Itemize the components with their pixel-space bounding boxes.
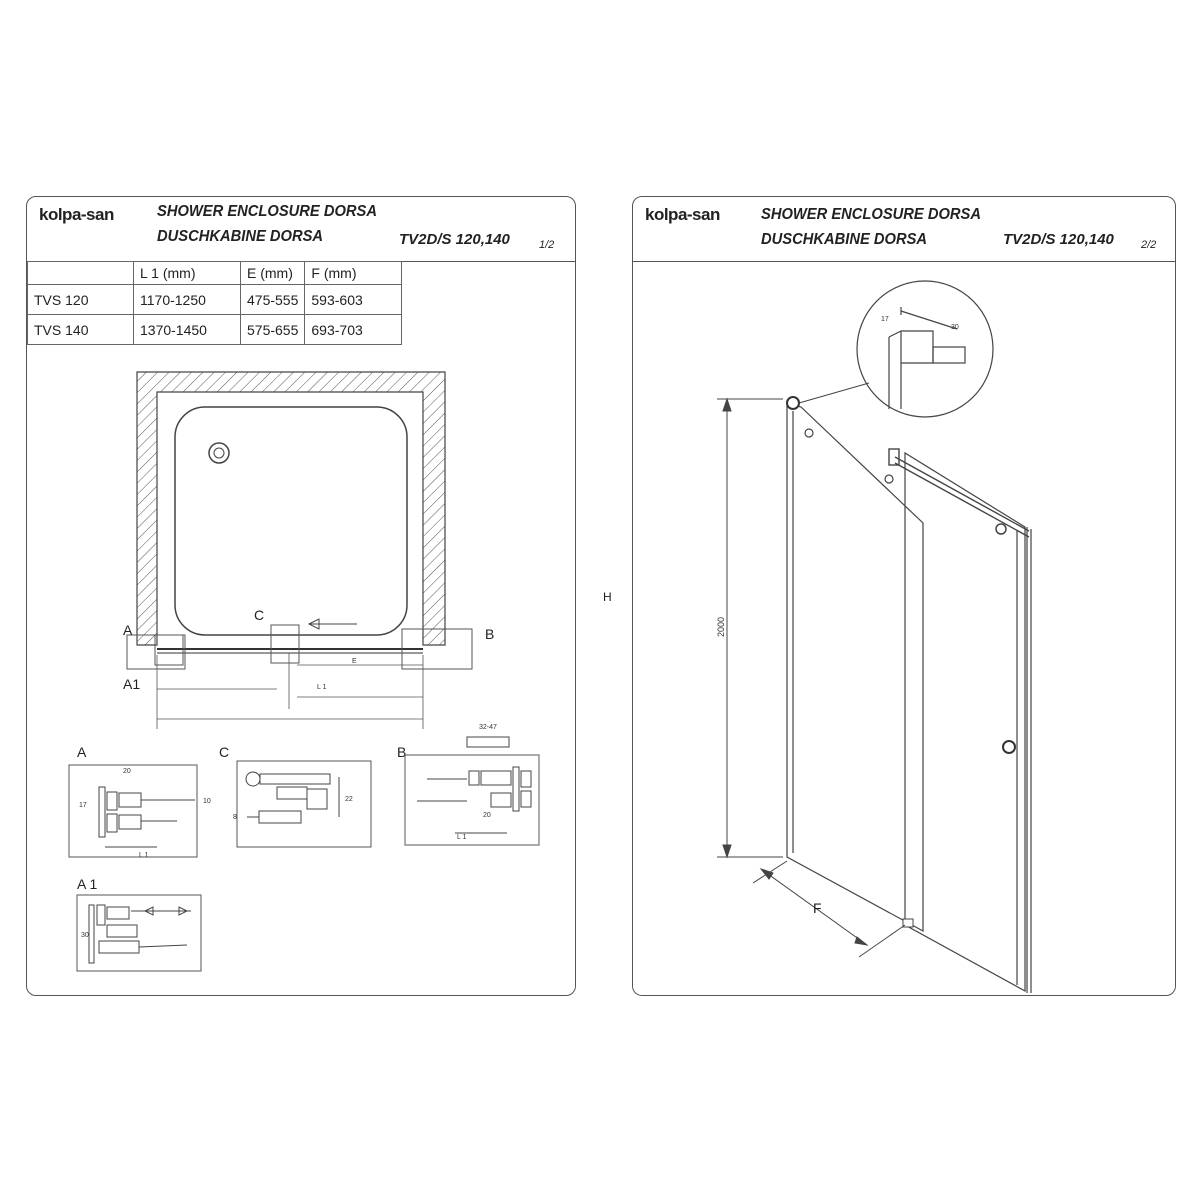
height-dimension bbox=[717, 397, 783, 859]
elevation-drawing: 17 30 bbox=[716, 280, 1032, 993]
label-c: C bbox=[254, 607, 264, 623]
label-e: E bbox=[352, 658, 357, 665]
dim-20: 20 bbox=[123, 768, 131, 775]
fixing-point-icon bbox=[804, 428, 814, 438]
dim-32-47: 32-47 bbox=[479, 724, 497, 731]
profile-dim-17: 17 bbox=[881, 316, 889, 323]
detail-b-label: B bbox=[397, 744, 406, 760]
door-handle-icon bbox=[1002, 740, 1016, 754]
table-cell: TVS 140 bbox=[27, 314, 134, 345]
drawing-sheet-2: kolpa-san SHOWER ENCLOSURE DORSA DUSCHKA… bbox=[632, 196, 1176, 996]
dim-l1: L 1 bbox=[139, 852, 149, 859]
dim-8: 8 bbox=[233, 814, 237, 821]
table-row: TVS 140 1370-1450 575-655 693-703 bbox=[27, 314, 403, 345]
table-cell: 593-603 bbox=[304, 284, 403, 315]
detail-b-box bbox=[404, 754, 540, 846]
dim-22: 22 bbox=[345, 796, 353, 803]
detail-b-drawing bbox=[417, 736, 532, 834]
fixing-point-icon bbox=[884, 474, 894, 484]
sheet-header: kolpa-san SHOWER ENCLOSURE DORSA DUSCHKA… bbox=[633, 197, 1175, 262]
detail-a-label: A bbox=[77, 744, 87, 760]
drain-icon bbox=[208, 442, 230, 464]
fixed-glass-panel bbox=[786, 402, 924, 933]
slide-direction-arrow bbox=[307, 618, 357, 630]
top-rail bbox=[888, 448, 1030, 538]
sliding-door-panel bbox=[904, 451, 1032, 993]
table-cell: 475-555 bbox=[239, 284, 306, 315]
roller-icon bbox=[995, 523, 1007, 535]
label-b: B bbox=[485, 626, 494, 642]
dim-10: 10 bbox=[203, 798, 211, 805]
dimension-table: L 1 (mm) E (mm) F (mm) TVS 120 1170-1250… bbox=[27, 261, 403, 345]
detail-a-drawing bbox=[98, 786, 195, 848]
detail-a1-drawing bbox=[88, 904, 191, 964]
brand-logo: kolpa-san bbox=[645, 205, 720, 224]
drawing-sheet-1: kolpa-san SHOWER ENCLOSURE DORSA DUSCHKA… bbox=[26, 196, 576, 996]
dim-20b: 20 bbox=[483, 812, 491, 819]
plan-drawing: A A1 B C E L 1 A 20 17 10 L 1 C 22 8 B bbox=[68, 371, 540, 972]
page-number: 1/2 bbox=[539, 239, 555, 251]
width-label-f: F bbox=[813, 900, 822, 916]
table-cell: 575-655 bbox=[239, 314, 306, 345]
wall-outline bbox=[136, 371, 446, 646]
title-english: SHOWER ENCLOSURE DORSA bbox=[761, 206, 981, 223]
table-header: F (mm) bbox=[304, 261, 403, 285]
shower-tray bbox=[174, 406, 408, 636]
label-l1: L 1 bbox=[317, 684, 327, 691]
bottom-guide-icon bbox=[902, 918, 914, 928]
detail-c-drawing bbox=[245, 771, 340, 824]
title-english: SHOWER ENCLOSURE DORSA bbox=[157, 203, 377, 220]
detail-c-box bbox=[236, 760, 372, 848]
detail-c-label: C bbox=[219, 744, 229, 760]
table-cell: 1370-1450 bbox=[133, 314, 241, 345]
model-number: TV2D/S 120,140 bbox=[1003, 231, 1114, 248]
dim-30: 30 bbox=[81, 932, 89, 939]
table-header: E (mm) bbox=[239, 261, 306, 285]
detail-a1-box bbox=[76, 894, 202, 972]
sheet-header: kolpa-san SHOWER ENCLOSURE DORSA DUSCHKA… bbox=[27, 197, 575, 262]
label-a: A bbox=[123, 622, 133, 638]
title-german: DUSCHKABINE DORSA bbox=[761, 231, 928, 248]
profile-dim-30: 30 bbox=[951, 324, 959, 331]
height-value: 2000 bbox=[716, 617, 726, 637]
table-cell: 693-703 bbox=[304, 314, 403, 345]
top-fixing-icon bbox=[786, 396, 800, 410]
brand-logo: kolpa-san bbox=[39, 205, 114, 224]
callout-leader bbox=[798, 382, 870, 404]
stray-mark: H bbox=[603, 590, 612, 604]
profile-detail-circle bbox=[856, 280, 994, 418]
detail-a1-label: A 1 bbox=[77, 876, 97, 892]
detail-callout-b bbox=[401, 628, 473, 670]
model-number: TV2D/S 120,140 bbox=[399, 231, 510, 248]
dim-l1b: L 1 bbox=[457, 834, 467, 841]
title-german: DUSCHKABINE DORSA bbox=[157, 228, 324, 245]
table-cell: TVS 120 bbox=[27, 284, 134, 315]
detail-callout-a1 bbox=[154, 634, 184, 666]
detail-callout-c bbox=[270, 624, 300, 664]
table-header bbox=[27, 261, 134, 285]
label-a1: A1 bbox=[123, 676, 140, 692]
width-dimension bbox=[752, 860, 906, 958]
dim-17: 17 bbox=[79, 802, 87, 809]
detail-a-box bbox=[68, 764, 198, 858]
page-number: 2/2 bbox=[1141, 239, 1157, 251]
